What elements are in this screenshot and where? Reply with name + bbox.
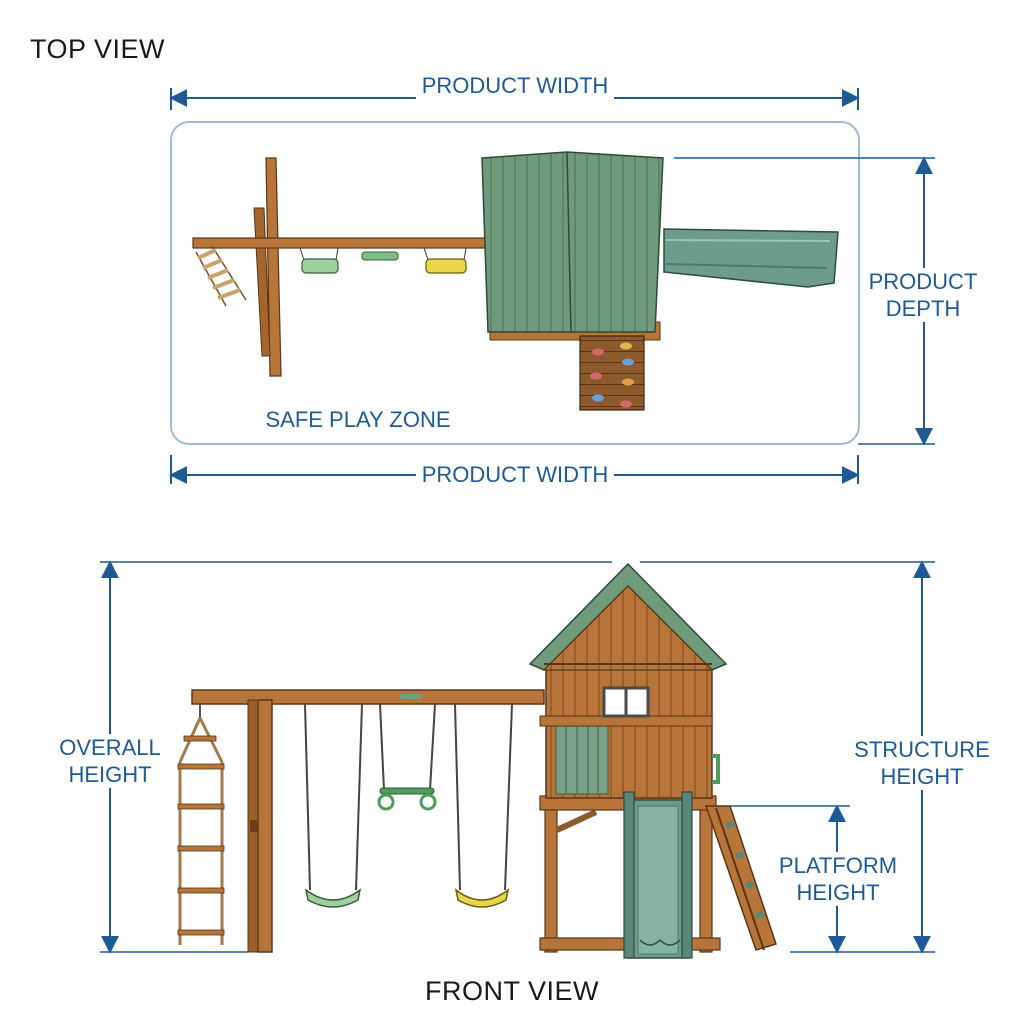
front-trapeze bbox=[377, 703, 437, 811]
top-width-label: PRODUCT WIDTH bbox=[416, 72, 614, 99]
overall-height-label: OVERALL HEIGHT bbox=[52, 734, 168, 788]
top-roof bbox=[481, 151, 664, 333]
structure-height-line1: STRUCTURE bbox=[854, 737, 990, 762]
top-swing-green bbox=[301, 258, 339, 274]
platform-height-label: PLATFORM HEIGHT bbox=[772, 852, 904, 906]
top-slide bbox=[663, 228, 839, 288]
front-swing-beam bbox=[191, 689, 545, 705]
front-rope-ladder bbox=[177, 704, 225, 945]
structure-height-line2: HEIGHT bbox=[880, 764, 964, 789]
top-swing-beam bbox=[192, 237, 486, 249]
front-aframe-leg bbox=[257, 699, 273, 953]
front-view-title: FRONT VIEW bbox=[424, 976, 599, 1006]
bottom-width-label: PRODUCT WIDTH bbox=[416, 461, 614, 488]
front-fort bbox=[528, 562, 728, 953]
depth-label: PRODUCT DEPTH bbox=[860, 268, 986, 322]
depth-label-line2: DEPTH bbox=[885, 296, 961, 321]
top-trapeze-bar bbox=[361, 251, 399, 261]
structure-height-label: STRUCTURE HEIGHT bbox=[852, 736, 992, 790]
safe-play-zone-boundary bbox=[170, 121, 860, 445]
front-slide bbox=[623, 791, 693, 959]
overall-height-line2: HEIGHT bbox=[68, 762, 152, 787]
depth-label-line1: PRODUCT bbox=[868, 269, 978, 294]
platform-height-line1: PLATFORM bbox=[778, 853, 898, 878]
top-rock-wall bbox=[579, 335, 645, 411]
front-rock-wall bbox=[704, 805, 777, 951]
front-swing-yellow bbox=[454, 703, 513, 908]
top-view-group bbox=[169, 88, 935, 484]
top-view-title: TOP VIEW bbox=[30, 34, 166, 64]
top-rope-ladder bbox=[195, 245, 247, 307]
top-swing-yellow bbox=[425, 258, 467, 274]
overall-height-line1: OVERALL bbox=[59, 735, 161, 760]
platform-height-line2: HEIGHT bbox=[796, 880, 880, 905]
front-swing-green bbox=[304, 703, 363, 908]
safe-play-zone-label: SAFE PLAY ZONE bbox=[265, 407, 451, 432]
top-aframe-leg bbox=[265, 157, 282, 377]
